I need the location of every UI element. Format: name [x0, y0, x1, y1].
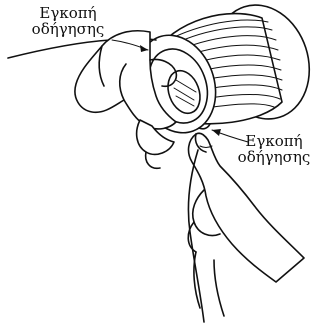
callout-line2: οδήγησης [226, 149, 322, 165]
callout-line1: Εγκοπή [18, 5, 118, 21]
callout-line1: Εγκοπή [226, 133, 322, 149]
callout-line2: οδήγησης [18, 21, 118, 37]
callout-guide-notch-top: Εγκοπή οδήγησης [18, 5, 118, 37]
callout-guide-notch-right: Εγκοπή οδήγησης [226, 133, 322, 165]
